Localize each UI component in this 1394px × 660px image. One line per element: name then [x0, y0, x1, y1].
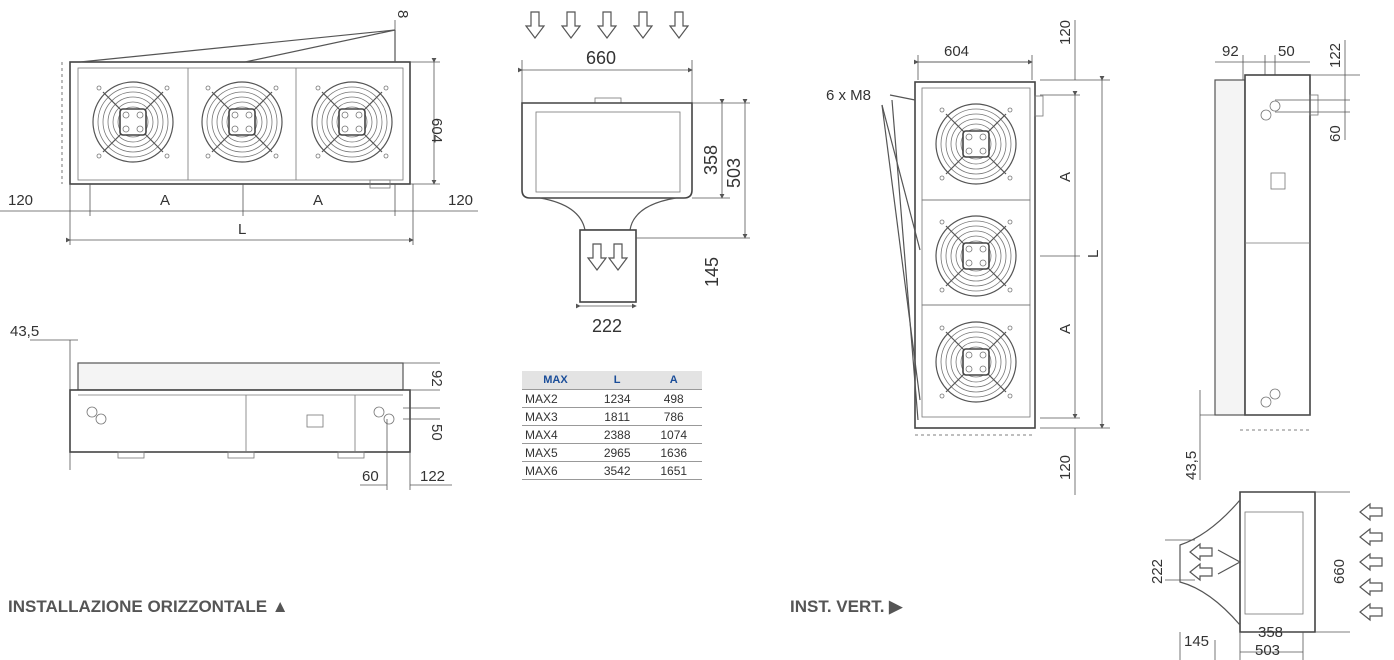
dim-label: A: [1057, 324, 1074, 334]
vertical-bottom-view: 222 660 145 358 503: [1149, 491, 1383, 660]
table-cell: 3542: [588, 461, 646, 480]
table-cell: MAX3: [522, 407, 589, 426]
table-cell: 2965: [588, 443, 646, 462]
dim-label: 120: [448, 192, 473, 209]
table-cell: 1651: [645, 461, 702, 480]
dim-label: 358: [701, 145, 721, 175]
dim-label: 43,5: [1183, 451, 1200, 480]
column-header: L: [588, 371, 646, 390]
side-view-horizontal: 660 358 503 145 222: [518, 11, 750, 336]
dim-label: A: [313, 192, 323, 209]
dim-label: 60: [362, 468, 379, 485]
dim-label: 6 x M8: [826, 87, 871, 104]
caption-vertical-installation: INST. VERT. ▶: [790, 597, 903, 616]
dim-label: 122: [1327, 43, 1344, 68]
table-cell: 1074: [645, 425, 702, 444]
dim-label: 60: [1327, 125, 1344, 142]
dim-label: 503: [1255, 642, 1280, 659]
table-cell: MAX4: [522, 425, 589, 444]
dim-label: 604: [944, 43, 969, 60]
table-cell: MAX5: [522, 443, 589, 462]
horizontal-front-view: 8 604 120 A A 120 L: [0, 10, 478, 245]
table-cell: MAX6: [522, 461, 589, 480]
dim-label: 50: [1278, 43, 1295, 60]
dim-label: 358: [1258, 624, 1283, 641]
dim-label: 92: [1222, 43, 1239, 60]
table-cell: 1636: [645, 443, 702, 462]
dim-label: 92: [428, 370, 445, 387]
vertical-side-view: 92 50 122 60 43,5: [1183, 40, 1360, 480]
column-header: A: [645, 371, 702, 390]
table-cell: 1811: [588, 407, 646, 426]
table-row: MAX6 3542 1651: [522, 461, 702, 480]
dim-label: A: [1057, 172, 1074, 182]
horizontal-top-view: 43,5 92 50 60 122: [10, 323, 452, 490]
dim-label: 43,5: [10, 323, 39, 340]
table-row: MAX5 2965 1636: [522, 443, 702, 462]
table-header-row: MAX L A: [522, 371, 702, 390]
dim-label: 604: [428, 118, 445, 143]
dim-label: 50: [428, 424, 445, 441]
dim-label: 8: [394, 10, 411, 18]
table-cell: 498: [645, 389, 702, 408]
table-cell: MAX2: [522, 389, 589, 408]
dim-label: 503: [724, 158, 744, 188]
dim-label: L: [1085, 250, 1102, 258]
table-cell: 786: [645, 407, 702, 426]
dim-label: 145: [1184, 633, 1209, 650]
dim-label: 120: [1057, 20, 1074, 45]
vertical-front-view: 604 120 6 x M8 A L A 120: [826, 20, 1110, 495]
column-header: MAX: [522, 371, 589, 390]
dim-label: 120: [8, 192, 33, 209]
caption-horizontal-installation: INSTALLAZIONE ORIZZONTALE ▲: [8, 597, 289, 616]
dim-label: L: [238, 221, 246, 238]
dim-label: 145: [702, 257, 722, 287]
dim-label: 122: [420, 468, 445, 485]
model-dimensions-table: MAX L A MAX2 1234 498 MAX3 1811 786 MAX4…: [522, 371, 702, 480]
dim-label: 222: [1149, 559, 1166, 584]
dim-label: 222: [592, 316, 622, 336]
table-row: MAX3 1811 786: [522, 407, 702, 426]
dim-label: 120: [1057, 455, 1074, 480]
dim-label: 660: [1331, 559, 1348, 584]
table-cell: 1234: [588, 389, 646, 408]
table-cell: 2388: [588, 425, 646, 444]
dim-label: 660: [586, 48, 616, 68]
table-row: MAX4 2388 1074: [522, 425, 702, 444]
dim-label: A: [160, 192, 170, 209]
table-row: MAX2 1234 498: [522, 389, 702, 408]
